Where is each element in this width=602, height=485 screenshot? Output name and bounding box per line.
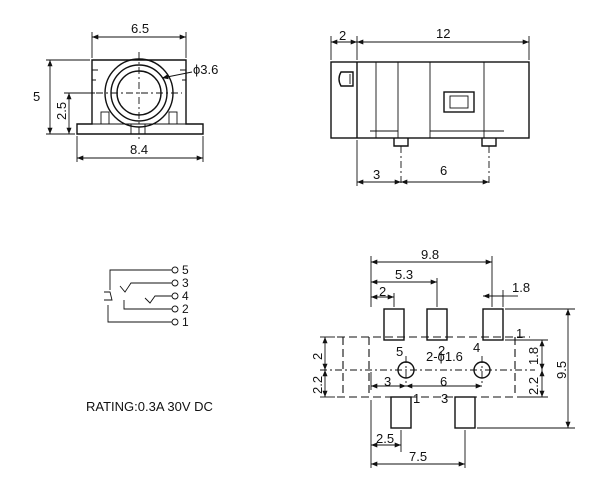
schematic-jack-symbol: [104, 291, 113, 301]
side-pin-left: [393, 138, 409, 147]
schematic-pin-4: [171, 292, 179, 300]
pad-bottom-left: [390, 396, 412, 429]
dim-bottom-width-label: 7.5: [409, 449, 427, 464]
schematic-wire-4: [144, 295, 172, 304]
side-window-inner: [449, 95, 469, 109]
schematic-pin-label: 5: [182, 263, 189, 277]
front-body-outline: [76, 59, 204, 135]
dim-right-row-label-2: 2.2: [526, 377, 541, 395]
front-side-tabs: [92, 69, 186, 81]
schematic-pin-2: [171, 305, 179, 313]
side-pin-right: [481, 138, 497, 147]
hole-leader-line: [161, 71, 193, 80]
dim-pad-width-label: 1.8: [512, 280, 530, 295]
dim-pin-spacing-label: 6: [440, 163, 447, 178]
pad-top-left: [383, 308, 405, 341]
side-view: 2 12 3 6: [330, 26, 530, 186]
dim-pad-offset-label: 2.5: [376, 431, 394, 446]
schematic-pin-5: [171, 266, 179, 274]
schematic-wire-3: [119, 282, 172, 293]
footprint-pin-label: 3: [441, 391, 448, 406]
schematic-pin-label: 1: [182, 315, 189, 329]
schematic-wire-2: [123, 300, 172, 310]
dim-front-len-label: 2: [339, 28, 346, 43]
dim-pad-pitch-label: 2: [379, 284, 386, 299]
schematic-pin-label: 2: [182, 302, 189, 316]
pcb-footprint: 1 2 5 4 1 3 2-ϕ1.6 9.8 5.3 2 1.8 2 2.2: [310, 247, 575, 468]
front-view: 6.5 5 2.5 8.4 ϕ3.6: [33, 21, 218, 162]
dim-x6-label: 6: [440, 374, 447, 389]
dim-width-label: 6.5: [131, 21, 149, 36]
dim-body-len-label: 12: [436, 26, 450, 41]
pad-top-middle: [426, 308, 448, 341]
dim-base-label: 8.4: [130, 142, 148, 157]
footprint-pin-label: 5: [396, 344, 403, 359]
schematic-pin-label: 4: [182, 289, 189, 303]
dim-pin-offset-label: 3: [373, 167, 380, 182]
side-nose: [338, 71, 354, 87]
dim-total-width-label: 9.8: [421, 247, 439, 262]
dim-left-row-label: 2: [310, 353, 325, 360]
hole-dim-label: 2-ϕ1.6: [426, 349, 463, 364]
front-pin-left: [100, 111, 110, 125]
schematic-pin-1: [171, 318, 179, 326]
dim-height-label: 9.5: [554, 361, 569, 379]
dim-right-row-label-1: 1.8: [526, 347, 541, 365]
schematic-pin-label: 3: [182, 276, 189, 290]
footprint-pin-label: 1: [413, 391, 420, 406]
schematic-wire-1: [107, 305, 172, 323]
dim-height-label: 5: [33, 89, 40, 104]
schematic-wire-5: [109, 269, 172, 290]
footprint-pin-label: 2: [438, 343, 445, 358]
front-pin-right: [168, 111, 178, 125]
pad-top-right: [482, 308, 504, 341]
dim-center-height-label: 2.5: [54, 102, 69, 120]
pad-bottom-right: [454, 396, 476, 429]
footprint-pin-label: 1: [516, 326, 523, 341]
hole-dim-label: ϕ3.6: [193, 62, 218, 77]
rating-text: RATING:0.3A 30V DC: [86, 399, 213, 414]
footprint-pin-label: 4: [473, 340, 480, 355]
schematic: 5 3 4 2 1: [104, 263, 189, 329]
dim-span-label: 5.3: [395, 267, 413, 282]
schematic-pin-3: [171, 279, 179, 287]
dim-x3-label: 3: [384, 374, 391, 389]
side-window: [443, 91, 475, 113]
dim-left-row-label-2: 2.2: [310, 376, 325, 394]
